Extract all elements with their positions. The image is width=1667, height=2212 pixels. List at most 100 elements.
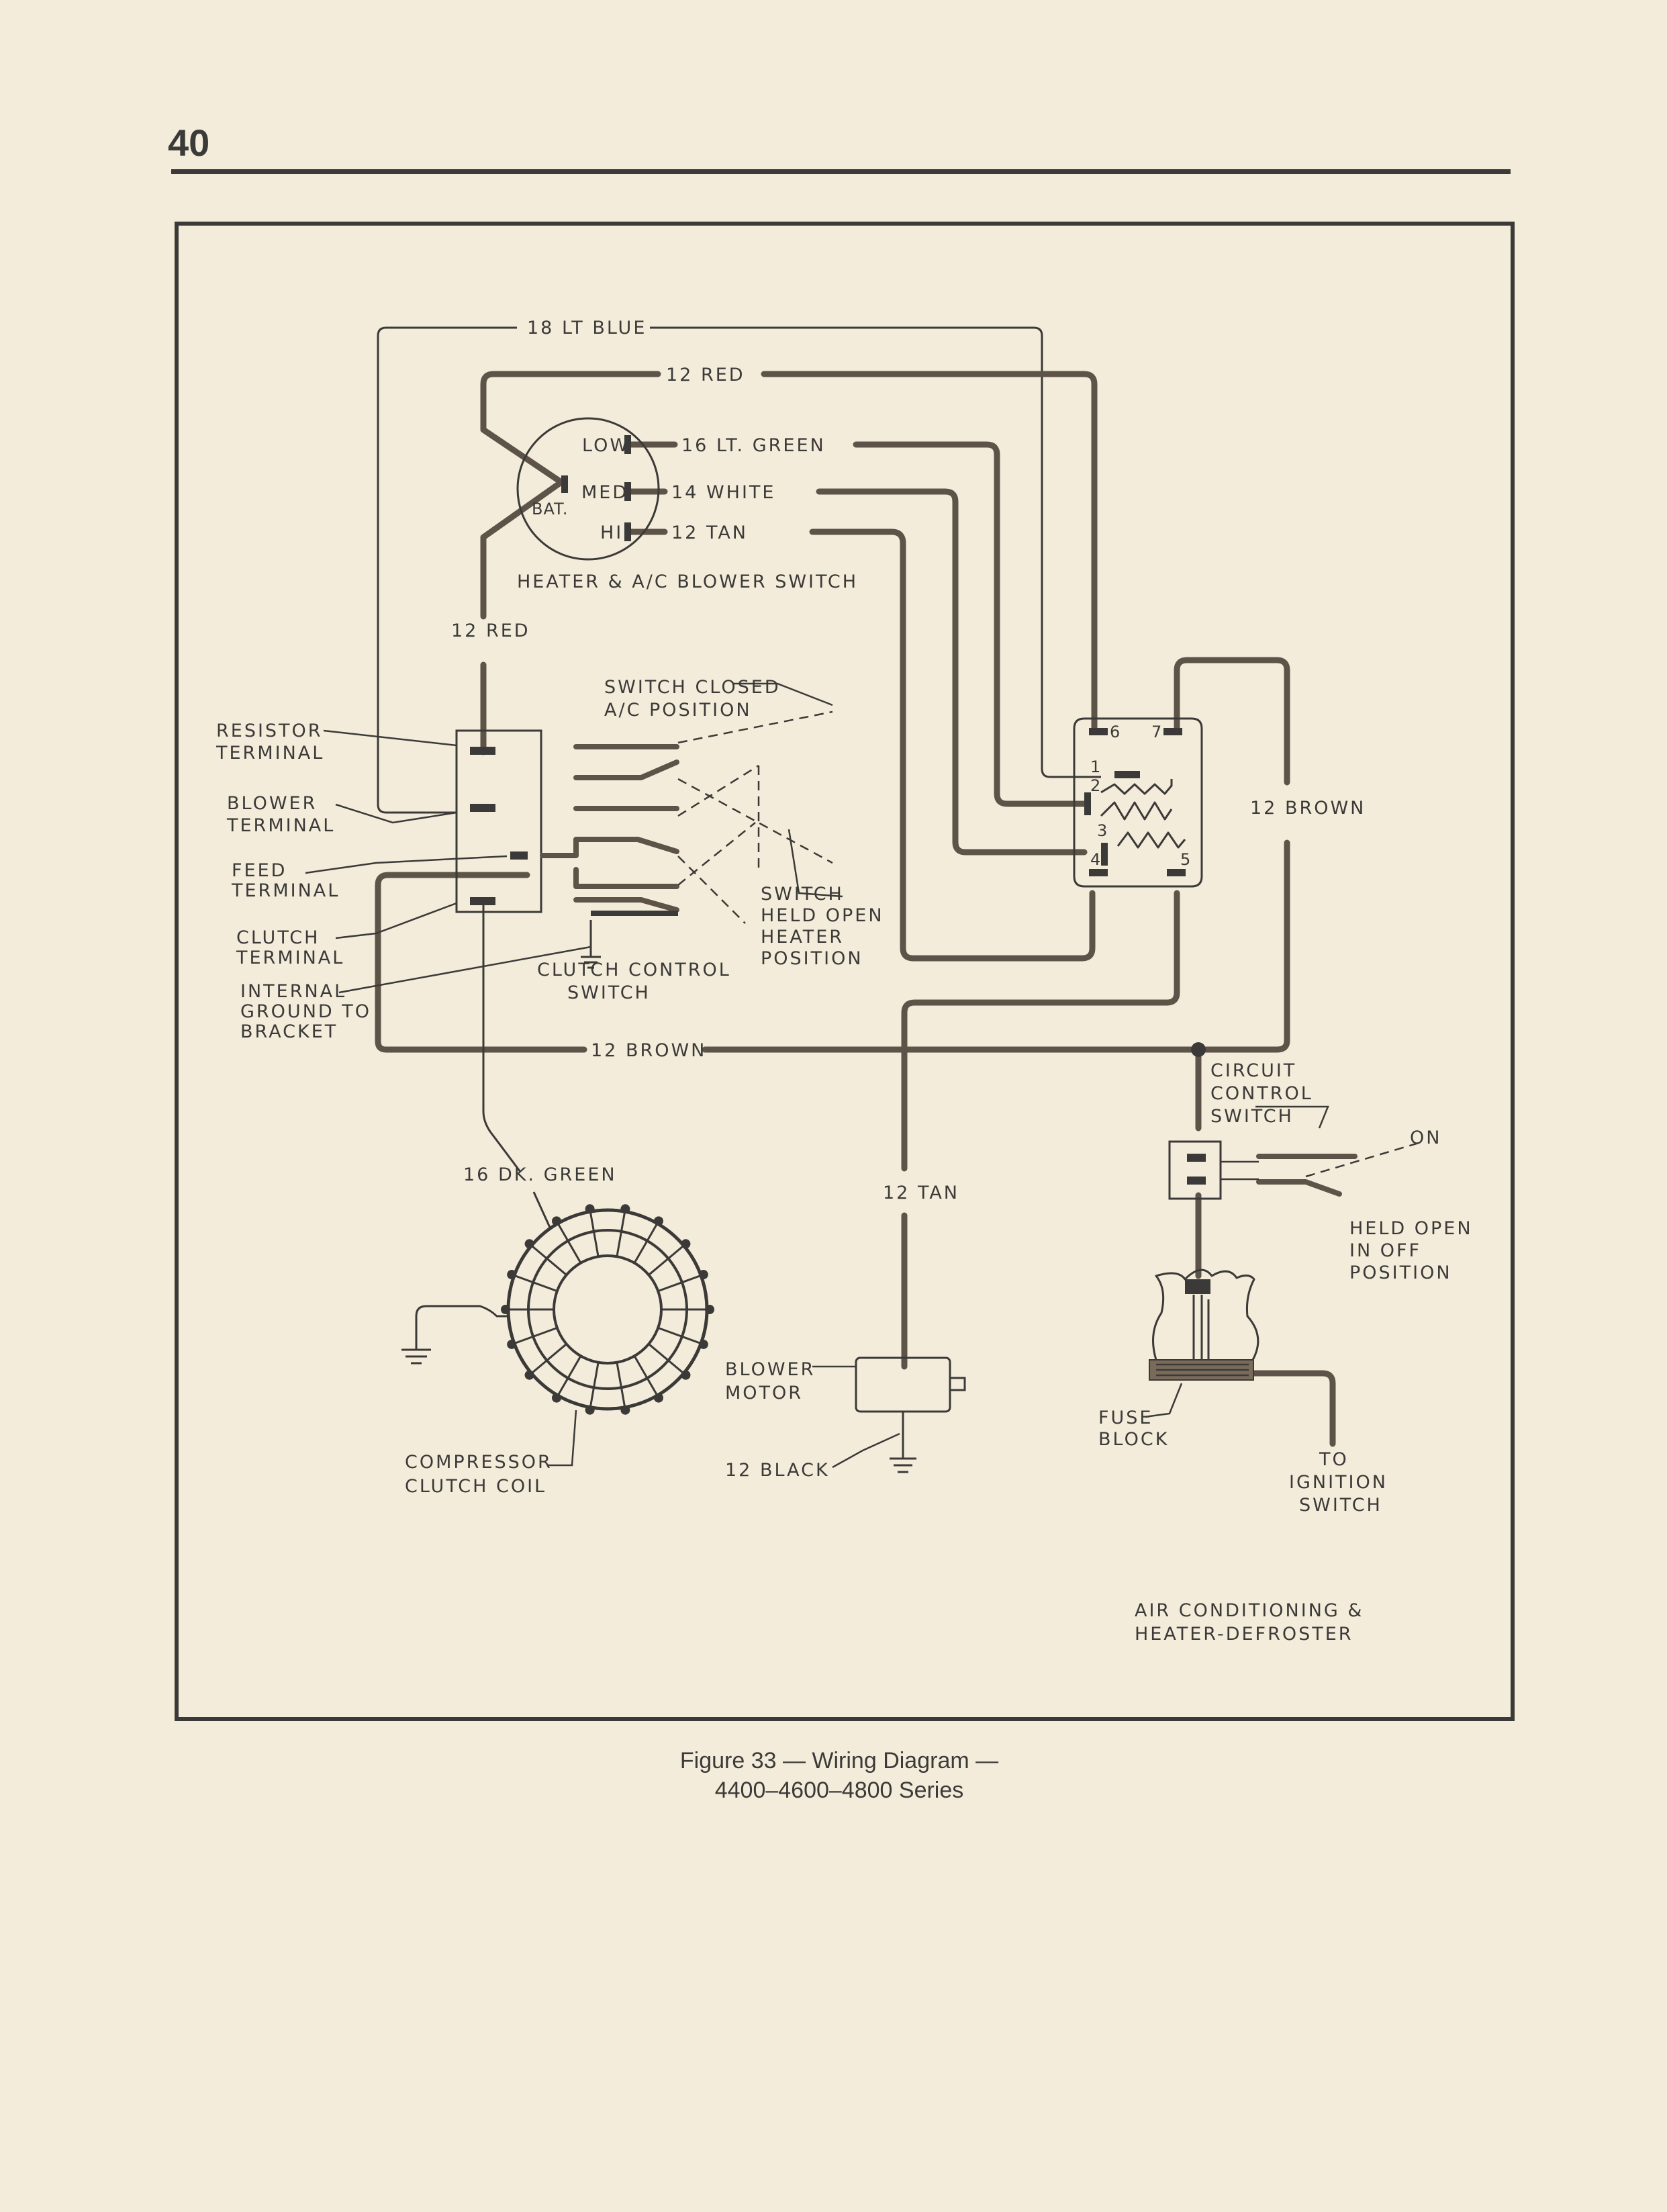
svg-text:INTERNAL: INTERNAL bbox=[240, 981, 346, 1002]
label-12-tan-vertical: 12 TAN bbox=[883, 1183, 959, 1203]
wire-12-brown-right bbox=[1174, 657, 1290, 1053]
coil-winding bbox=[633, 1223, 659, 1264]
svg-text:AIR CONDITIONING &: AIR CONDITIONING & bbox=[1135, 1600, 1364, 1621]
coil-winding bbox=[557, 1223, 582, 1264]
coil-winding bbox=[616, 1211, 626, 1257]
svg-text:SWITCH: SWITCH bbox=[567, 982, 651, 1003]
svg-text:BLOWER: BLOWER bbox=[725, 1359, 815, 1380]
blower-resistor: 6 7 1 2 3 4 5 bbox=[1073, 717, 1203, 888]
wire-16-dk-green bbox=[482, 900, 552, 1230]
coil-winding bbox=[648, 1244, 685, 1276]
coil-winding bbox=[514, 1326, 558, 1345]
svg-text:TERMINAL: TERMINAL bbox=[236, 948, 344, 968]
coil-rivet bbox=[501, 1305, 510, 1314]
label-12-tan-top: 12 TAN bbox=[671, 522, 748, 543]
ignition-label: TO IGNITION SWITCH bbox=[1289, 1449, 1388, 1516]
svg-text:MOTOR: MOTOR bbox=[725, 1383, 803, 1403]
svg-text:A/C POSITION: A/C POSITION bbox=[604, 700, 752, 721]
diagram-frame bbox=[175, 222, 1515, 1721]
on-label: ON bbox=[1410, 1127, 1441, 1148]
svg-text:TERMINAL: TERMINAL bbox=[216, 743, 324, 764]
svg-text:HEATER-DEFROSTER: HEATER-DEFROSTER bbox=[1135, 1624, 1353, 1645]
svg-text:TERMINAL: TERMINAL bbox=[226, 815, 335, 836]
wire-14-white bbox=[628, 488, 1088, 856]
header-rule bbox=[171, 169, 1511, 174]
compressor-leader bbox=[547, 1410, 577, 1467]
terminal-2: 2 bbox=[1090, 776, 1102, 795]
coil-winding bbox=[657, 1274, 702, 1293]
coil-rivet bbox=[507, 1339, 517, 1349]
svg-text:CONTROL: CONTROL bbox=[1210, 1083, 1313, 1104]
svg-text:RESISTOR: RESISTOR bbox=[216, 721, 323, 741]
svg-text:HELD OPEN: HELD OPEN bbox=[761, 905, 884, 926]
svg-text:HELD OPEN: HELD OPEN bbox=[1349, 1218, 1473, 1239]
svg-text:TO: TO bbox=[1319, 1449, 1349, 1470]
svg-text:CIRCUIT: CIRCUIT bbox=[1210, 1060, 1296, 1081]
terminal-5: 5 bbox=[1180, 850, 1192, 869]
coil-rivet bbox=[681, 1239, 691, 1249]
coil-rivet bbox=[698, 1270, 708, 1280]
caption-line-2: 4400–4600–4800 Series bbox=[714, 1778, 964, 1803]
feed-terminal-label: FEED TERMINAL bbox=[231, 860, 338, 901]
coil-rivet bbox=[524, 1239, 534, 1249]
coil-winding bbox=[633, 1355, 659, 1396]
page-number: 40 bbox=[168, 122, 210, 164]
blower-motor bbox=[812, 1356, 966, 1473]
svg-text:HEATER: HEATER bbox=[761, 927, 844, 948]
compressor-label: COMPRESSOR CLUTCH COIL bbox=[405, 1452, 553, 1497]
svg-text:GROUND TO: GROUND TO bbox=[240, 1001, 371, 1022]
coil-rivet bbox=[507, 1270, 517, 1280]
coil-rivet bbox=[585, 1204, 595, 1214]
coil-winding bbox=[616, 1362, 626, 1408]
blower-hi-label: HI bbox=[600, 522, 623, 543]
label-16-lt-green: 16 LT. GREEN bbox=[681, 435, 826, 456]
coil-winding bbox=[557, 1355, 582, 1396]
coil-rivet bbox=[654, 1393, 663, 1403]
system-title: AIR CONDITIONING & HEATER-DEFROSTER bbox=[1135, 1600, 1364, 1645]
caption-line-1: Figure 33 — Wiring Diagram — bbox=[679, 1748, 999, 1773]
terminal-1: 1 bbox=[1090, 757, 1102, 776]
fuse-leader bbox=[1144, 1383, 1183, 1418]
switch-held-open-label: SWITCH HELD OPEN HEATER POSITION bbox=[761, 884, 884, 969]
terminal-6: 6 bbox=[1110, 723, 1122, 741]
svg-text:SWITCH CLOSED: SWITCH CLOSED bbox=[604, 677, 781, 698]
svg-text:FEED: FEED bbox=[232, 860, 287, 881]
label-14-white: 14 WHITE bbox=[671, 482, 775, 503]
wire-12-red-top bbox=[480, 371, 1098, 732]
svg-text:CLUTCH CONTROL: CLUTCH CONTROL bbox=[537, 960, 731, 980]
coil-rivet bbox=[552, 1216, 561, 1226]
wire-terminal5-link bbox=[901, 890, 1180, 1172]
blower-med-label: MED bbox=[581, 482, 628, 503]
blower-low-label: LOW bbox=[582, 435, 630, 456]
svg-text:IGNITION: IGNITION bbox=[1289, 1472, 1388, 1493]
circuit-control-switch bbox=[1168, 1105, 1424, 1200]
wire-16-lt-green bbox=[628, 441, 1088, 807]
terminal-7: 7 bbox=[1151, 723, 1163, 741]
wire-fuse-to-ignition bbox=[1249, 1370, 1336, 1447]
coil-winding bbox=[648, 1343, 685, 1375]
svg-text:COMPRESSOR: COMPRESSOR bbox=[405, 1452, 553, 1473]
coil-winding bbox=[530, 1343, 567, 1375]
coil-rivet bbox=[654, 1216, 663, 1226]
svg-text:IN OFF: IN OFF bbox=[1349, 1240, 1421, 1261]
fuse-block bbox=[1149, 1269, 1259, 1381]
coil-winding bbox=[657, 1326, 702, 1345]
label-12-brown-bottom: 12 BROWN bbox=[591, 1040, 706, 1061]
compressor-clutch-coil bbox=[401, 1204, 714, 1415]
svg-text:CLUTCH COIL: CLUTCH COIL bbox=[405, 1476, 546, 1497]
switch-closed-label: SWITCH CLOSED A/C POSITION bbox=[604, 677, 781, 721]
svg-text:POSITION: POSITION bbox=[1349, 1262, 1452, 1283]
resistor-terminal-label: RESISTOR TERMINAL bbox=[216, 721, 324, 764]
label-16-dk-green: 16 DK. GREEN bbox=[463, 1164, 617, 1185]
coil-rivet bbox=[698, 1339, 708, 1349]
wire-18-lt-blue bbox=[377, 326, 1101, 814]
clutch-control-switch bbox=[455, 710, 833, 969]
coil-rivet bbox=[620, 1204, 630, 1214]
circuit-control-label: CIRCUIT CONTROL SWITCH bbox=[1210, 1060, 1313, 1127]
svg-text:BLOWER: BLOWER bbox=[227, 793, 317, 814]
label-12-red-left: 12 RED bbox=[451, 620, 530, 641]
callout-leaders bbox=[305, 682, 843, 994]
figure-caption: Figure 33 — Wiring Diagram — 4400–4600–4… bbox=[537, 1746, 1141, 1805]
coil-winding bbox=[530, 1244, 567, 1276]
clutch-control-label: CLUTCH CONTROL SWITCH bbox=[537, 960, 731, 1003]
